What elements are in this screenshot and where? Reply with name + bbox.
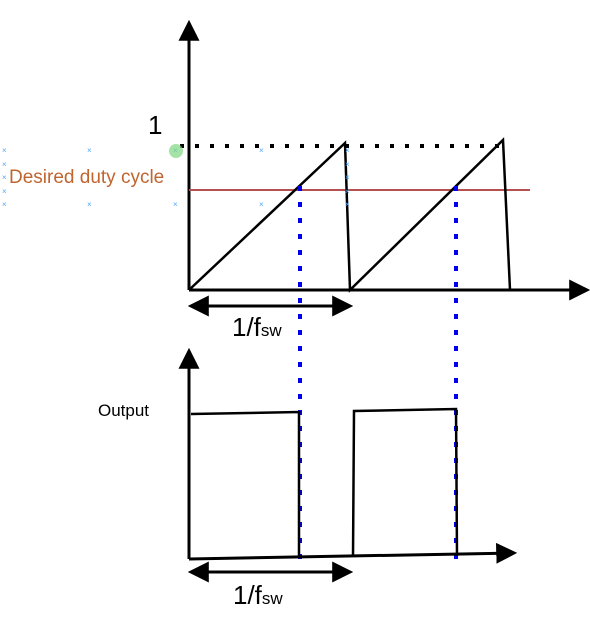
output-pulse-2 bbox=[351, 407, 459, 558]
period-label-bottom: 1/fsw bbox=[233, 580, 283, 610]
sawtooth-carrier bbox=[188, 137, 512, 293]
svg-text:×: × bbox=[2, 173, 7, 182]
svg-text:×: × bbox=[87, 146, 92, 155]
svg-text:×: × bbox=[87, 200, 92, 209]
svg-text:×: × bbox=[2, 200, 7, 209]
output-pulse-1 bbox=[190, 410, 301, 558]
svg-text:×: × bbox=[2, 187, 7, 196]
svg-text:×: × bbox=[345, 200, 350, 209]
period-label-top: 1/fsw bbox=[232, 312, 282, 342]
svg-text:×: × bbox=[259, 146, 264, 155]
connection-point-dot[interactable] bbox=[169, 144, 183, 158]
full-scale-label: 1 bbox=[148, 110, 163, 140]
svg-text:×: × bbox=[173, 200, 178, 209]
svg-text:×: × bbox=[345, 160, 350, 169]
svg-text:×: × bbox=[2, 146, 7, 155]
output-label: Output bbox=[98, 401, 150, 420]
svg-text:×: × bbox=[345, 187, 350, 196]
duty-cycle-label[interactable]: Desired duty cycle bbox=[9, 167, 165, 188]
svg-text:×: × bbox=[259, 200, 264, 209]
svg-text:×: × bbox=[345, 146, 350, 155]
bottom-x-axis bbox=[188, 542, 518, 564]
svg-text:×: × bbox=[345, 173, 350, 182]
svg-text:×: × bbox=[2, 160, 7, 169]
